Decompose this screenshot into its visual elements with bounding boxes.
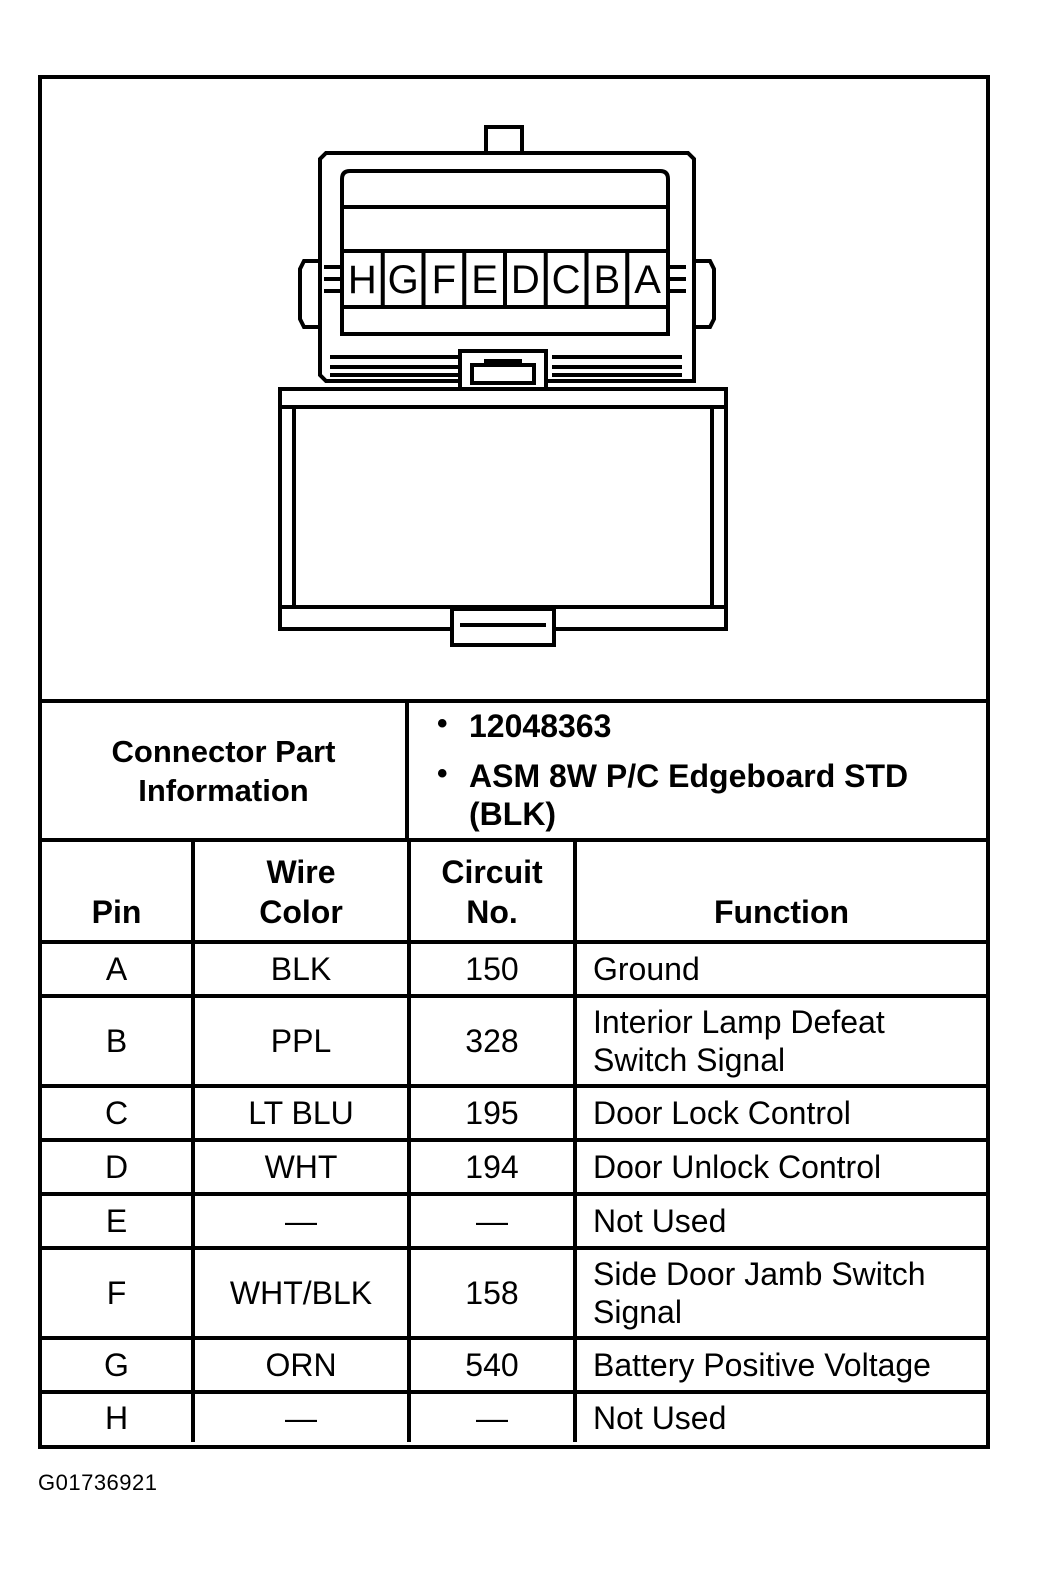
cell-pin: G (42, 1336, 195, 1394)
part-info-label-line1: Connector Part (111, 733, 336, 769)
cell-pin: D (42, 1138, 195, 1196)
cell-circuit-no: 328 (407, 994, 577, 1088)
cell-circuit-no: — (407, 1192, 577, 1250)
bullet-icon: • (437, 707, 448, 740)
figure-id: G01736921 (38, 1470, 158, 1495)
cell-wire-color: — (191, 1390, 411, 1442)
part-info-list: • 12048363 • ASM 8W P/C Edgeboard STD (B… (409, 703, 986, 838)
pin-letter-f: F (432, 258, 456, 302)
cell-function: Interior Lamp Defeat Switch Signal (573, 994, 986, 1088)
cell-circuit-no: 540 (407, 1336, 577, 1394)
header-pin: Pin (42, 842, 195, 944)
cell-wire-color: WHT/BLK (191, 1246, 411, 1340)
part-info-label-line2: Information (138, 772, 309, 808)
cell-function: Ground (573, 940, 986, 998)
cell-wire-color: WHT (191, 1138, 411, 1196)
cell-wire-color: PPL (191, 994, 411, 1088)
cell-pin: F (42, 1246, 195, 1340)
pin-letter-b: B (594, 258, 621, 302)
header-circuit-no: Circuit No. (407, 842, 577, 944)
cell-function: Door Lock Control (573, 1084, 986, 1142)
cell-wire-color: — (191, 1192, 411, 1250)
cell-circuit-no: 150 (407, 940, 577, 998)
pin-letter-g: G (388, 258, 419, 302)
cell-pin: A (42, 940, 195, 998)
cell-function: Side Door Jamb Switch Signal (573, 1246, 986, 1340)
cell-pin: C (42, 1084, 195, 1142)
cell-circuit-no: 194 (407, 1138, 577, 1196)
part-info-label: Connector Part Information (42, 703, 409, 838)
cell-wire-color: BLK (191, 940, 411, 998)
table-row: H——Not Used (42, 1390, 986, 1442)
part-number-item: • 12048363 (437, 707, 909, 745)
pin-letter-h: H (348, 258, 377, 302)
cell-function: Door Unlock Control (573, 1138, 986, 1196)
table-row: E——Not Used (42, 1192, 986, 1250)
pin-letter-d: D (511, 258, 540, 302)
cell-function: Not Used (573, 1390, 986, 1442)
cell-wire-color: LT BLU (191, 1084, 411, 1142)
cell-wire-color: ORN (191, 1336, 411, 1394)
cell-function: Battery Positive Voltage (573, 1336, 986, 1394)
cell-circuit-no: — (407, 1390, 577, 1442)
cell-pin: B (42, 994, 195, 1088)
cell-function: Not Used (573, 1192, 986, 1250)
connector-part-info: Connector Part Information • 12048363 • … (42, 699, 986, 842)
cell-circuit-no: 195 (407, 1084, 577, 1142)
pin-letter-a: A (634, 258, 661, 302)
cell-pin: E (42, 1192, 195, 1250)
pin-letter-c: C (552, 258, 581, 302)
part-description-item: • ASM 8W P/C Edgeboard STD (BLK) (437, 757, 909, 833)
cell-pin: H (42, 1390, 195, 1442)
part-number: 12048363 (469, 708, 612, 744)
part-description: ASM 8W P/C Edgeboard STD (BLK) (469, 758, 909, 832)
cell-circuit-no: 158 (407, 1246, 577, 1340)
table-header-row: Pin Wire Color Circuit No. Function (42, 842, 986, 944)
header-function: Function (573, 842, 986, 944)
bullet-icon: • (437, 757, 448, 790)
header-wire-color: Wire Color (191, 842, 411, 944)
pin-letter-e: E (471, 258, 498, 302)
